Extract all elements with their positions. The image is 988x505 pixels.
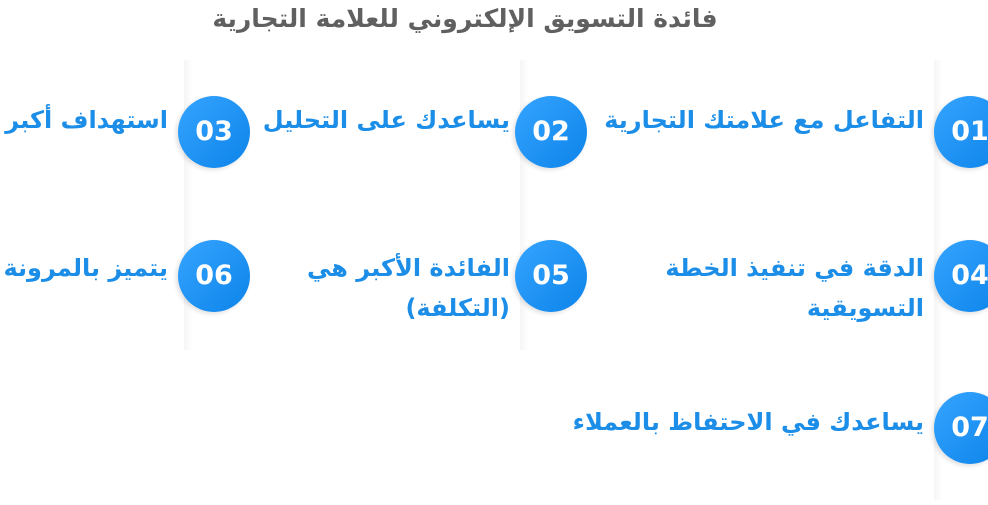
item-label: التفاعل مع علامتك التجارية <box>604 106 924 134</box>
number-badge: 01 <box>934 96 988 168</box>
item-label-line1: الدقة في تنفيذ الخطة <box>665 254 924 282</box>
list-item: 05 الفائدة الأكبر هي (التكلفة) <box>240 240 587 330</box>
list-item: 06 يتميز بالمرونة <box>0 240 250 312</box>
item-label: استهداف أكبر <box>5 106 168 134</box>
number-badge: 04 <box>934 240 988 312</box>
item-label: يتميز بالمرونة <box>3 254 168 282</box>
number-badge: 05 <box>515 240 587 312</box>
column-divider <box>184 60 192 350</box>
number-badge: 02 <box>515 96 587 168</box>
list-item: 02 يساعدك على التحليل <box>240 96 587 168</box>
item-label: يساعدك على التحليل <box>262 106 510 134</box>
item-label-line1: الفائدة الأكبر هي <box>307 254 510 282</box>
list-item: 07 يساعدك في الاحتفاظ بالعملاء <box>540 392 988 464</box>
column-divider <box>520 60 528 350</box>
page-title: فائدة التسويق الإلكتروني للعلامة التجاري… <box>212 4 718 33</box>
item-label-line2: (التكلفة) <box>405 294 510 322</box>
list-item: 03 استهداف أكبر <box>0 96 250 168</box>
number-badge: 06 <box>178 240 250 312</box>
number-badge: 03 <box>178 96 250 168</box>
number-badge: 07 <box>934 392 988 464</box>
item-label-line2: التسويقية <box>806 294 924 322</box>
list-item: 04 الدقة في تنفيذ الخطة التسويقية <box>580 240 988 330</box>
item-label: يساعدك في الاحتفاظ بالعملاء <box>572 408 924 436</box>
list-item: 01 التفاعل مع علامتك التجارية <box>580 96 988 168</box>
